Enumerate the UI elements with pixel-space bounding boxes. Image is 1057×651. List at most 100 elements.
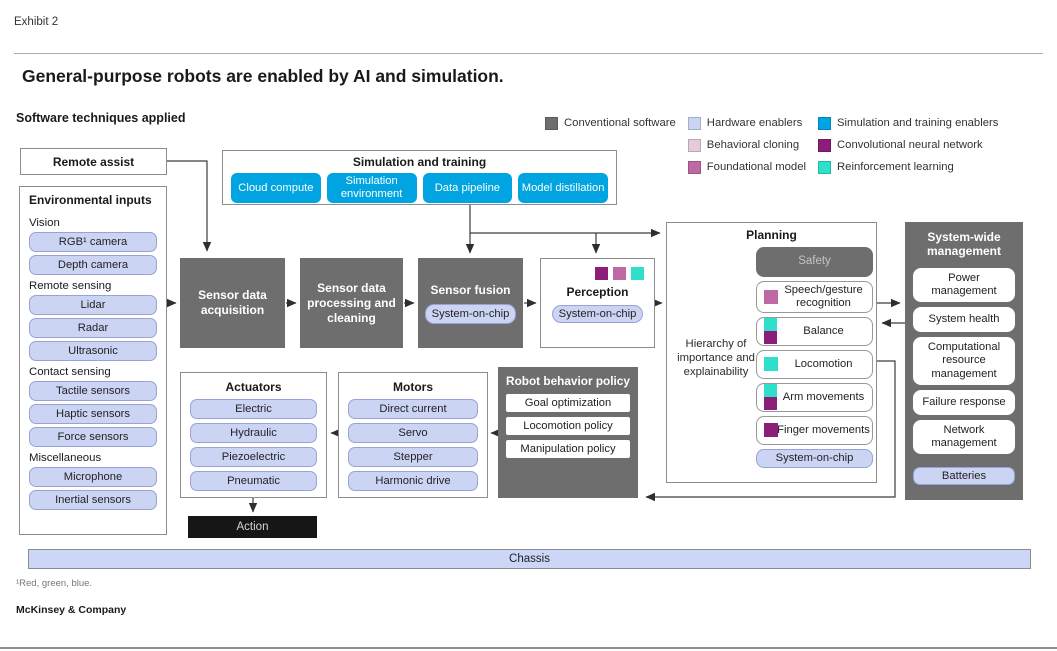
actuator-chip-electric: Electric — [190, 399, 317, 419]
sensor-data-acquisition-box: Sensor data acquisition — [180, 258, 285, 348]
legend-item-reinforcement-learning: Reinforcement learning — [818, 160, 998, 174]
sensor-data-acquisition-label: Sensor data acquisition — [198, 288, 267, 317]
sensor-chip-lidar: Lidar — [29, 295, 157, 315]
planning-item-system-on-chip: System-on-chip — [756, 448, 873, 468]
rl-marker-square — [764, 384, 777, 398]
legend-column-1: Conventional software — [545, 116, 676, 130]
motor-chip-servo: Servo — [348, 423, 478, 443]
behavioral-cloning-swatch — [687, 138, 701, 152]
hardware-enablers-swatch — [687, 116, 701, 130]
system-wide-management-title: System-wide management — [926, 230, 1002, 259]
legend-label: Behavioral cloning — [706, 139, 800, 151]
hierarchy-axis-label: Hierarchy of importance and explainabili… — [677, 338, 755, 379]
sensor-fusion-system-on-chip: System-on-chip — [424, 303, 517, 324]
simulation-chip-model-distillation: Model distillation — [518, 173, 608, 203]
foundational-model-swatch — [687, 160, 701, 174]
actuator-chip-piezoelectric: Piezoelectric — [190, 447, 317, 467]
simulation-and-training-enablers-swatch — [818, 116, 832, 130]
legend-label: Convolutional neural network — [837, 139, 983, 151]
legend-label: Conventional software — [564, 117, 676, 129]
top-divider — [14, 53, 1043, 54]
sensor-chip-tactile-sensors: Tactile sensors — [29, 381, 157, 401]
planning-item-balance: Balance — [756, 316, 873, 346]
legend-item-hardware-enablers: Hardware enablers — [687, 116, 806, 130]
footnote: ¹Red, green, blue. — [16, 578, 93, 589]
management-item-power-management: Power management — [913, 267, 1015, 303]
environmental-inputs-title: Environmental inputs — [29, 193, 152, 207]
marker-group — [764, 357, 778, 372]
cnn-marker-square — [595, 267, 608, 280]
legend-label: Simulation and training enablers — [837, 117, 999, 129]
action-label: Action — [236, 521, 269, 533]
sensor-group-label-remote-sensing: Remote sensing — [29, 280, 112, 292]
sensor-chip-force-sensors: Force sensors — [29, 427, 157, 447]
planning-item-label: Arm movements — [782, 390, 865, 403]
convolutional-neural-network-swatch — [818, 138, 832, 152]
cnn-marker-square — [764, 331, 777, 345]
perception-label: Perception — [566, 285, 629, 299]
marker-group — [764, 423, 778, 438]
sensor-chip-radar: Radar — [29, 318, 157, 338]
legend-item-convolutional-neural-network: Convolutional neural network — [818, 138, 998, 152]
sensor-fusion-box: Sensor fusion System-on-chip — [418, 258, 523, 348]
planning-item-label: Finger movements — [777, 423, 870, 436]
sensor-chip-haptic-sensors: Haptic sensors — [29, 404, 157, 424]
planning-item-label: Speech/gesture recognition — [784, 284, 863, 309]
sensor-fusion-label: Sensor fusion — [430, 282, 511, 297]
marker-group — [764, 318, 777, 345]
planning-item-label: Balance — [803, 324, 844, 337]
legend-label: Foundational model — [706, 161, 807, 173]
batteries-chip: Batteries — [913, 467, 1015, 486]
planning-item-speech-gesture-recognition: Speech/gesture recognition — [756, 281, 873, 313]
sensor-chip-ultrasonic: Ultrasonic — [29, 341, 157, 361]
sensor-data-processing-box: Sensor data processing and cleaning — [300, 258, 403, 348]
rl-marker-square — [764, 357, 778, 372]
reinforcement-learning-swatch — [818, 160, 832, 174]
sensor-group-label-contact-sensing: Contact sensing — [29, 366, 111, 378]
legend-item-conventional-software: Conventional software — [545, 116, 676, 130]
policy-item-locomotion-policy: Locomotion policy — [506, 417, 630, 435]
planning-item-arm-movements: Arm movements — [756, 382, 873, 412]
foundational-marker-square — [613, 267, 626, 280]
simulation-training-title: Simulation and training — [352, 155, 487, 169]
motors-title: Motors — [393, 380, 433, 394]
planning-item-label: System-on-chip — [775, 451, 854, 464]
management-item-failure-response: Failure response — [913, 389, 1015, 415]
policy-item-manipulation-policy: Manipulation policy — [506, 440, 630, 458]
legend-item-behavioral-cloning: Behavioral cloning — [687, 138, 806, 152]
management-item-network-management: Network management — [913, 419, 1015, 455]
management-item-computational-resource-management: Computational resource management — [913, 337, 1015, 385]
policy-item-goal-optimization: Goal optimization — [506, 394, 630, 412]
legend-item-foundational-model: Foundational model — [687, 160, 807, 174]
remote-assist-box: Remote assist — [20, 148, 167, 175]
legend-item-simulation-and-training-enablers: Simulation and training enablers — [818, 116, 998, 130]
planning-title: Planning — [746, 228, 797, 242]
page-title: General-purpose robots are enabled by AI… — [22, 66, 504, 86]
chassis-bar: Chassis — [28, 549, 1031, 569]
planning-item-label: Locomotion — [794, 357, 853, 370]
perception-system-on-chip: System-on-chip — [551, 305, 644, 323]
sensor-group-label-vision: Vision — [29, 217, 60, 229]
remote-assist-label: Remote assist — [52, 154, 135, 169]
brand-signature: McKinsey & Company — [16, 604, 127, 616]
motor-chip-direct-current: Direct current — [348, 399, 478, 419]
motor-chip-harmonic-drive: Harmonic drive — [348, 471, 478, 491]
perception-markers — [595, 267, 644, 280]
rl-marker-square — [631, 267, 644, 280]
planning-item-safety: Safety — [756, 247, 873, 277]
actuator-chip-pneumatic: Pneumatic — [190, 471, 317, 491]
sensor-chip-depth-camera: Depth camera — [29, 255, 157, 275]
